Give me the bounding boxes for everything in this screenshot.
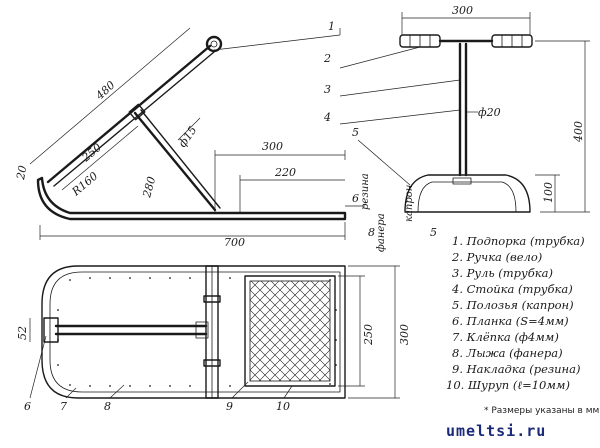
dim-250-plan: 250 [362,324,375,346]
handle-knob [205,35,223,53]
callout-1: 1 [328,20,335,33]
callout-8: 8 [104,400,111,413]
watermark-logo: umeltsi.ru [440,418,596,442]
dim-8: 8 [368,226,375,239]
dim-480: 480 [93,79,118,103]
dim-r160: R160 [69,170,101,199]
dim-20: 20 [14,164,29,181]
side-view: 480 250 R160 20 280 ф15 300 220 700 6 ре… [14,27,437,252]
dim-5: 5 [430,226,437,239]
callout-10: 10 [276,400,290,413]
dim-100: 100 [542,182,555,203]
brace-tube [133,111,217,212]
dim-700: 700 [224,236,245,249]
ski-plan-outline [41,265,346,399]
rubber-pad [244,275,336,387]
legend-item-5: 5. Полозья (капрон) [452,298,574,312]
dim-300-top: 300 [452,4,473,17]
legend-item-2: 2. Ручка (вело) [451,250,542,264]
callout-6: 6 [24,400,31,413]
dim-phi15: ф15 [176,124,200,150]
plan-view: 52 250 300 6 7 8 9 10 [16,265,411,413]
legend-item-7: 7. Клёпка (ф4мм) [452,330,559,344]
support-tube-main [46,44,212,184]
legend-item-3: 3. Руль (трубка) [452,266,553,280]
dim-300-side: 300 [262,140,283,153]
callout-7: 7 [60,400,67,413]
legend-item-8: 8. Лыжа (фанера) [452,346,563,360]
parts-legend: 1. Подпорка (трубка) 2. Ручка (вело) 3. … [446,234,585,392]
legend-item-6: 6. Планка (S=4мм) [452,314,569,328]
callout-2: 2 [323,52,331,65]
legend-item-1: 1. Подпорка (трубка) [452,234,585,248]
dim-300-plan: 300 [398,324,411,345]
legend-item-10: 10. Шуруп (ℓ=10мм) [446,378,570,392]
callout-leaders: 1 2 3 4 5 [213,20,461,186]
front-view: 300 ф20 400 100 [399,4,590,213]
dim-220: 220 [274,166,296,179]
label-kapron: капрон [404,185,415,222]
label-rezina: резина [360,173,371,210]
callout-3: 3 [324,83,331,96]
dim-6: 6 [352,192,359,205]
units-note: * Размеры указаны в мм [484,406,599,416]
callout-4: 4 [323,111,331,124]
dim-phi20: ф20 [478,106,501,119]
ski-front [404,174,531,213]
legend-item-4: 4. Стойка (трубка) [451,282,573,296]
callout-9: 9 [226,400,233,413]
dim-52: 52 [16,326,29,340]
ski-runner [36,176,347,221]
watermark-text: umeltsi.ru [446,422,546,440]
legend-item-9: 9. Накладка (резина) [452,362,580,376]
callout-5: 5 [352,126,359,139]
label-fanera: фанера [376,213,387,252]
dim-280: 280 [140,175,158,200]
dim-400: 400 [572,121,585,143]
